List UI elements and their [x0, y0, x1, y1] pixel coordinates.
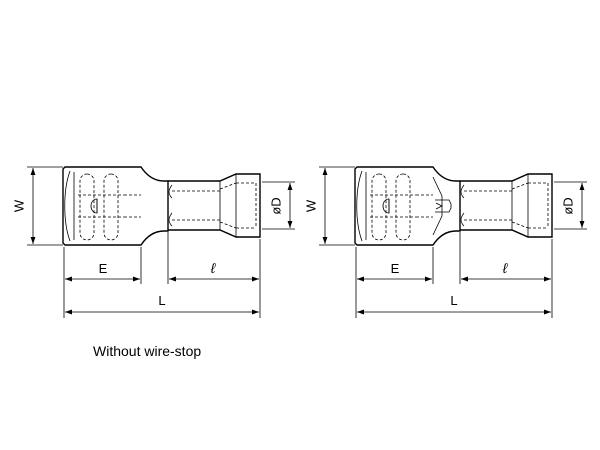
label-e: E	[99, 261, 108, 276]
label-e: E	[391, 261, 400, 276]
terminal-without-wire-stop: W E ℓ L øD	[11, 166, 295, 318]
label-w: W	[11, 199, 26, 212]
terminal-body	[354, 166, 553, 246]
wire-stop	[432, 176, 452, 236]
label-w: W	[303, 199, 318, 212]
label-diameter: øD	[560, 197, 575, 214]
label-ell: ℓ	[502, 260, 508, 276]
label-diameter: øD	[268, 197, 283, 214]
terminal-with-wire-stop: W E ℓ L øD	[303, 166, 587, 318]
terminal-body	[62, 166, 261, 246]
label-l: L	[450, 293, 457, 308]
caption: Without wire-stop	[93, 343, 202, 359]
label-l: L	[158, 293, 165, 308]
label-ell: ℓ	[210, 260, 216, 276]
